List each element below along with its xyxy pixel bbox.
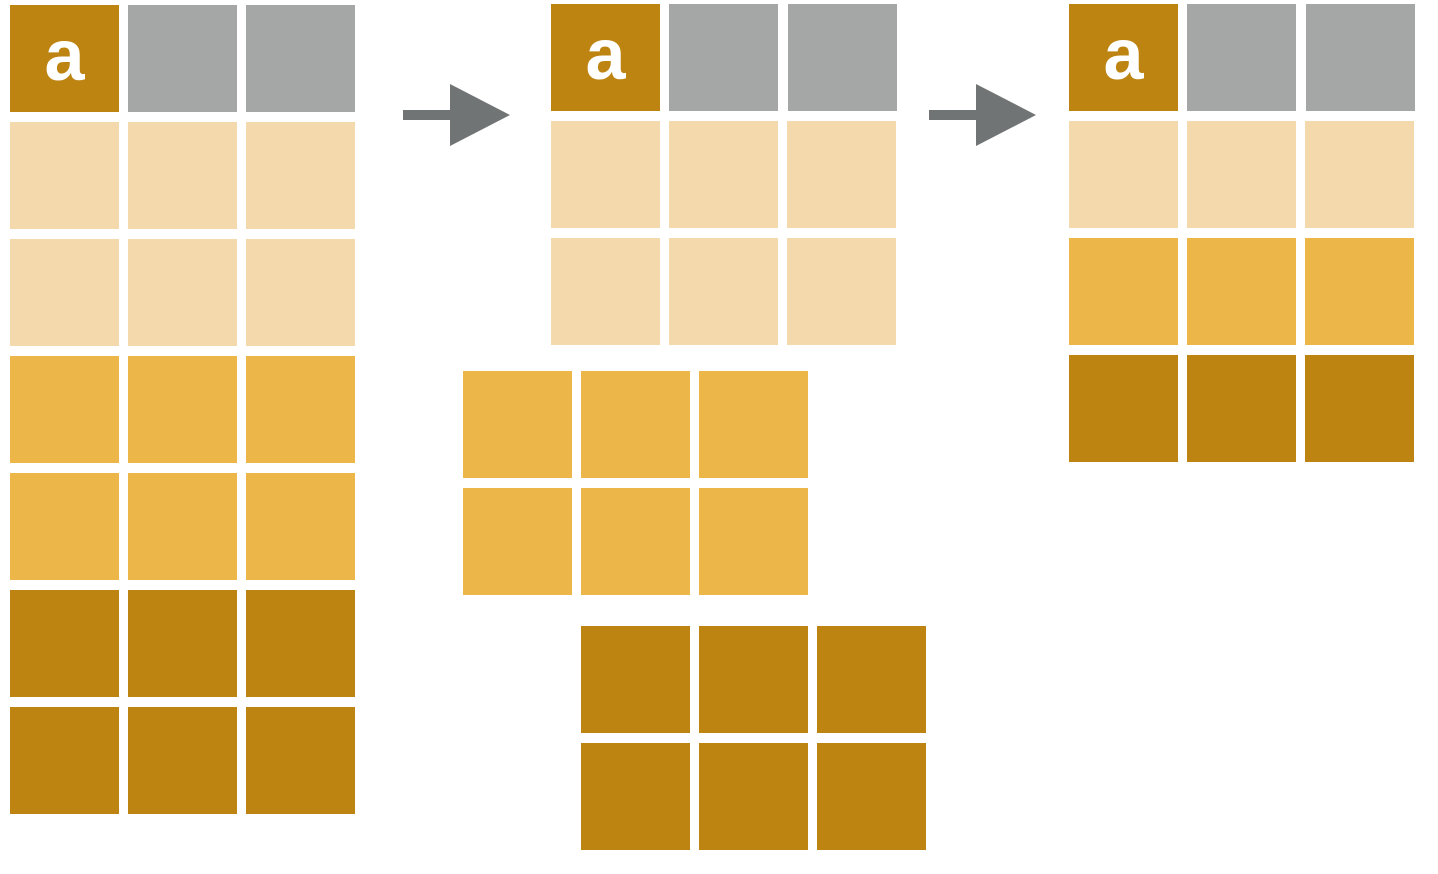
data-cell-dark	[817, 743, 926, 850]
data-cell-light	[10, 122, 119, 229]
data-cell-light	[669, 121, 778, 228]
data-cell-dark	[128, 590, 237, 697]
data-cell-light	[787, 121, 896, 228]
data-cell-medium	[128, 356, 237, 463]
data-cell-medium	[1187, 238, 1296, 345]
arrow-right-icon	[929, 84, 1036, 146]
data-cell-dark	[1069, 355, 1178, 462]
header-cell	[788, 4, 897, 111]
data-cell-light	[246, 239, 355, 346]
data-cell-dark	[817, 626, 926, 733]
data-cell-medium	[699, 488, 808, 595]
key-header-cell: a	[551, 4, 660, 111]
data-cell-light	[1187, 121, 1296, 228]
data-cell-light	[128, 122, 237, 229]
header-cell	[128, 5, 237, 112]
arrow-shaft	[929, 110, 981, 120]
data-cell-light	[128, 239, 237, 346]
header-cell	[246, 5, 355, 112]
data-cell-medium	[128, 473, 237, 580]
arrow-shaft	[403, 110, 455, 120]
data-cell-dark	[10, 590, 119, 697]
data-cell-medium	[246, 356, 355, 463]
header-cell	[669, 4, 778, 111]
data-cell-light	[246, 122, 355, 229]
arrow-right-icon	[403, 84, 510, 146]
data-cell-light	[787, 238, 896, 345]
data-cell-light	[1305, 121, 1414, 228]
data-cell-dark	[246, 590, 355, 697]
data-cell-light	[10, 239, 119, 346]
data-cell-medium	[10, 356, 119, 463]
header-cell	[1306, 4, 1415, 111]
data-cell-dark	[1187, 355, 1296, 462]
key-header-cell: a	[1069, 4, 1178, 111]
data-cell-dark	[699, 743, 808, 850]
key-column-label: a	[44, 15, 85, 96]
data-cell-medium	[246, 473, 355, 580]
data-cell-medium	[463, 371, 572, 478]
key-column-label: a	[585, 14, 626, 95]
data-cell-medium	[463, 488, 572, 595]
data-cell-dark	[10, 707, 119, 814]
header-cell	[1187, 4, 1296, 111]
data-cell-dark	[581, 626, 690, 733]
data-cell-medium	[10, 473, 119, 580]
data-cell-medium	[581, 488, 690, 595]
key-header-cell: a	[10, 5, 119, 112]
data-cell-medium	[699, 371, 808, 478]
data-cell-dark	[1305, 355, 1414, 462]
data-cell-light	[551, 238, 660, 345]
data-cell-medium	[1069, 238, 1178, 345]
data-cell-medium	[581, 371, 690, 478]
data-cell-dark	[246, 707, 355, 814]
key-column-label: a	[1103, 14, 1144, 95]
data-cell-light	[669, 238, 778, 345]
arrow-head	[976, 84, 1036, 146]
data-cell-dark	[699, 626, 808, 733]
data-cell-dark	[128, 707, 237, 814]
data-cell-dark	[581, 743, 690, 850]
data-cell-medium	[1305, 238, 1414, 345]
data-cell-light	[551, 121, 660, 228]
data-cell-light	[1069, 121, 1178, 228]
arrow-head	[450, 84, 510, 146]
